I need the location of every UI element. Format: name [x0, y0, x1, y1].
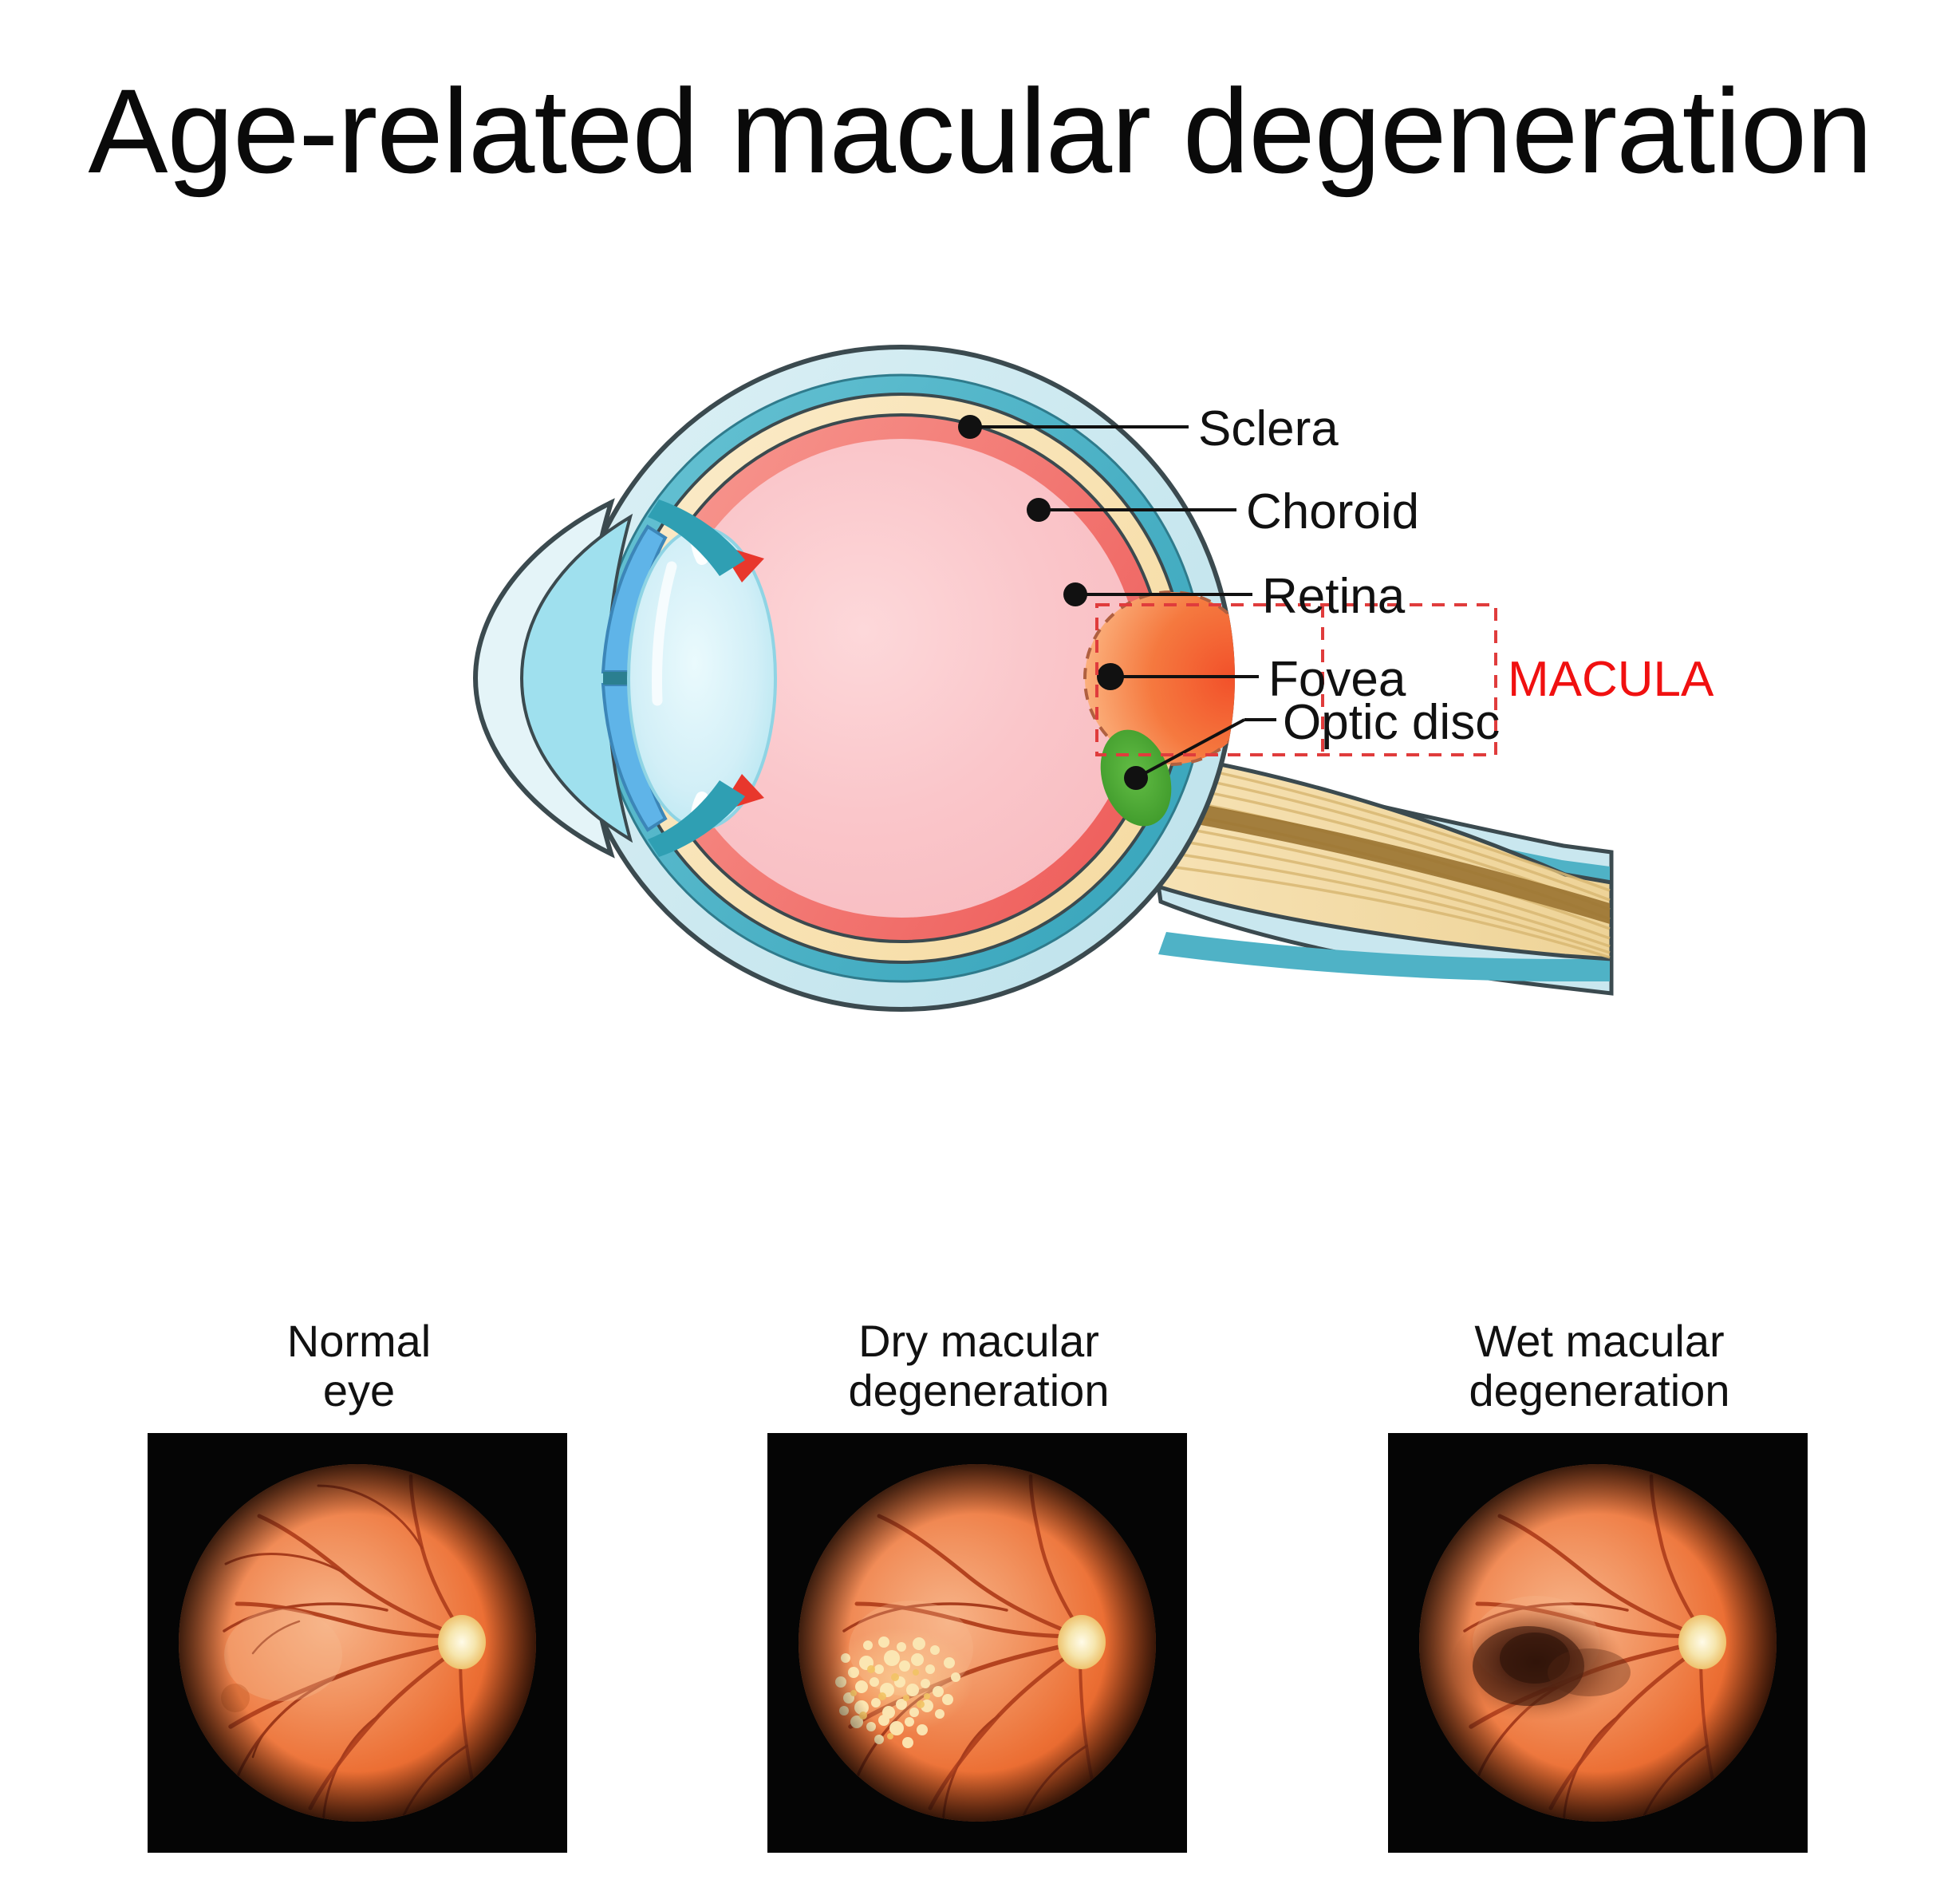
retina-dot [1063, 582, 1087, 606]
anterior-segment [472, 498, 777, 859]
caption-normal-eye: Normal eye [148, 1317, 570, 1415]
caption-dry-amd: Dry macular degeneration [767, 1317, 1190, 1415]
caption-line-1: Dry macular [858, 1316, 1099, 1366]
label-choroid: Choroid [1246, 484, 1419, 539]
caption-line-2: degeneration [1469, 1365, 1730, 1415]
panel-normal-eye: Normal eye [148, 1317, 570, 1853]
label-macula: MACULA [1508, 652, 1714, 707]
lens-highlight [652, 561, 677, 706]
optic-disc-leader [1135, 718, 1245, 780]
ciliary-body-lower [648, 780, 745, 857]
caption-line-2: eye [322, 1365, 396, 1415]
label-retina: Retina [1262, 569, 1406, 624]
label-fovea: Fovea [1268, 652, 1406, 707]
optic-disc-dot [1124, 766, 1148, 790]
fundus-photo-dry-amd [767, 1433, 1187, 1853]
macula-bounding-box [1095, 603, 1497, 756]
caption-wet-amd: Wet macular degeneration [1388, 1317, 1811, 1415]
lens [627, 527, 777, 830]
fundus-photo-wet-amd [1388, 1433, 1808, 1853]
label-leaders [970, 425, 1276, 780]
vitreous-body [662, 439, 1141, 918]
caption-line-2: degeneration [848, 1365, 1110, 1415]
fovea-dashed-circle [1083, 590, 1235, 766]
choroid-dot [1027, 498, 1051, 522]
label-sclera: Sclera [1198, 401, 1339, 456]
eye-cross-section-diagram: Sclera Choroid Retina Fovea MACULA Optic… [0, 184, 1960, 1245]
sclera-dot [958, 415, 982, 439]
caption-line-1: Normal [286, 1316, 432, 1366]
panel-wet-amd: Wet macular degeneration [1388, 1317, 1811, 1853]
caption-line-1: Wet macular [1474, 1316, 1725, 1366]
fovea-dot [1097, 663, 1124, 690]
label-optic-disc: Optic disc [1283, 695, 1500, 750]
fundus-photo-normal [148, 1433, 567, 1853]
fundus-comparison-row: Normal eye [0, 1317, 1960, 1899]
label-dots [958, 415, 1148, 790]
ciliary-body-upper [648, 499, 745, 576]
panel-dry-amd: Dry macular degeneration [767, 1317, 1190, 1853]
optic-nerve-group [1121, 746, 1614, 996]
page-title: Age-related macular degeneration [88, 64, 1872, 198]
pupil [603, 672, 632, 685]
